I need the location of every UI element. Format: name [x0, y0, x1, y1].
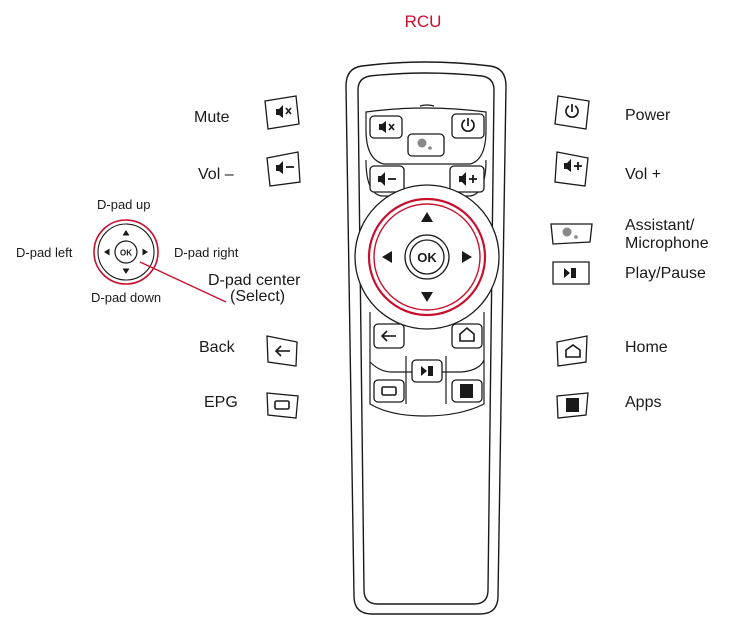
assistant-icon: [417, 138, 432, 150]
label-home: Home: [625, 339, 668, 356]
remote-back-key[interactable]: [373, 323, 405, 349]
dpad-center-leader: [139, 261, 227, 303]
remote-mute-key[interactable]: [369, 115, 403, 139]
remote-vol-up-key[interactable]: [449, 165, 485, 193]
legend-back-key: [266, 335, 298, 367]
legend-mute-key: [264, 95, 300, 130]
led-indicator: [419, 104, 435, 107]
label-mute: Mute: [194, 109, 230, 126]
power-icon: [461, 118, 475, 133]
remote-assistant-key[interactable]: [407, 133, 445, 157]
dpad-legend-diagram: OK: [93, 219, 159, 285]
legend-vol-up-key: [554, 151, 589, 187]
label-dpad-up: D-pad up: [97, 197, 151, 212]
label-dpad-left: D-pad left: [16, 245, 73, 260]
label-dpad-center-line2: (Select): [230, 288, 286, 305]
diagram-title: RCU: [404, 12, 442, 31]
remote-ok-label: OK: [417, 250, 437, 265]
back-icon: [380, 330, 396, 342]
remote-epg-key[interactable]: [373, 379, 405, 403]
label-dpad-down: D-pad down: [91, 290, 162, 305]
mute-icon: [379, 121, 395, 133]
home-icon: [459, 326, 475, 342]
remote-vol-down-key[interactable]: [369, 165, 405, 193]
arrow-up-icon: [421, 212, 433, 222]
remote-power-key[interactable]: [451, 113, 485, 139]
legend-power-key: [554, 95, 590, 130]
label-back: Back: [199, 339, 235, 356]
label-power: Power: [625, 107, 671, 124]
dpad-legend-ok: OK: [120, 249, 132, 258]
remote-play-pause-key[interactable]: [411, 359, 443, 383]
arrow-down-icon: [421, 292, 433, 302]
legend-assistant-key: [550, 223, 593, 245]
label-apps: Apps: [625, 394, 662, 411]
remote-home-key[interactable]: [451, 323, 483, 349]
play-pause-icon: [421, 366, 433, 376]
vol-up-icon: [459, 172, 477, 186]
arrow-right-icon: [462, 251, 472, 263]
legend-epg-key: [266, 392, 299, 419]
epg-icon: [381, 386, 397, 396]
legend-home-key: [556, 335, 588, 367]
arrow-left-icon: [382, 251, 392, 263]
legend-play-pause-key: [552, 261, 590, 285]
remote-ok-key[interactable]: OK: [404, 234, 450, 280]
label-assistant-line1: Assistant/: [625, 217, 695, 234]
vol-down-icon: [378, 172, 396, 186]
label-vol-minus: Vol –: [198, 166, 234, 183]
label-dpad-right: D-pad right: [174, 245, 239, 260]
remote-apps-key[interactable]: [451, 379, 483, 403]
label-dpad-center-line1: D-pad center: [208, 272, 301, 289]
legend-vol-down-key: [266, 151, 301, 187]
label-vol-plus: Vol +: [625, 166, 662, 183]
apps-icon: [460, 384, 473, 398]
remote-body: [345, 61, 507, 615]
label-play-pause: Play/Pause: [625, 265, 706, 282]
label-assistant-line2: Microphone: [625, 235, 709, 252]
legend-apps-key: [556, 392, 589, 419]
label-epg: EPG: [204, 394, 238, 411]
